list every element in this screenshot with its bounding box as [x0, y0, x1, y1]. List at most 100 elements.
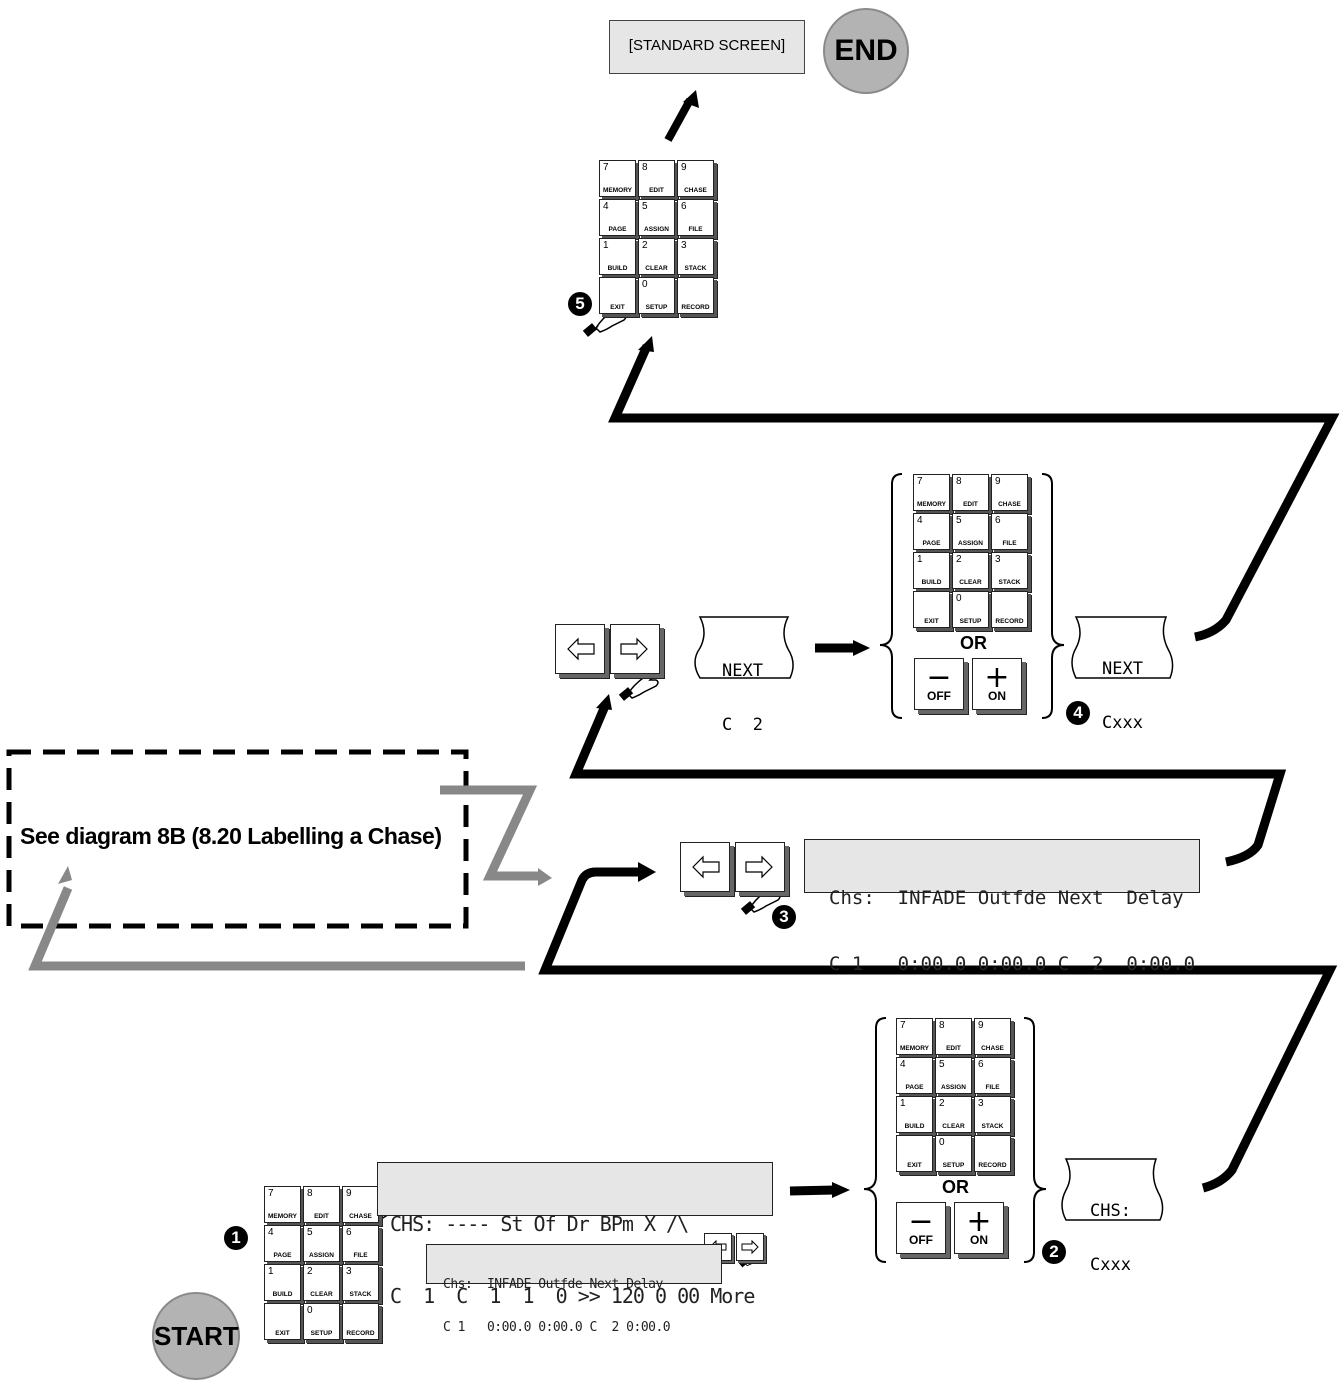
key-number: 3 [995, 554, 1001, 565]
key-number: 0 [307, 1305, 313, 1316]
or-label-step4: OR [960, 633, 987, 654]
gray-arrowhead-up [58, 866, 72, 884]
left-arrow-button[interactable] [680, 842, 730, 892]
lcd-line-1: Chs: INFADE Outfde Next Delay [829, 889, 1199, 908]
key-number: 3 [978, 1098, 984, 1109]
key-number: 9 [995, 476, 1001, 487]
on-button[interactable]: + ON [954, 1202, 1004, 1254]
right-arrow-button[interactable] [610, 624, 660, 674]
key-record[interactable]: RECORD [974, 1135, 1011, 1172]
key-label: STACK [992, 579, 1027, 586]
lcd-line-1: Chs: INFADE Outfde Next Delay [443, 1278, 721, 1291]
key-record[interactable]: RECORD [342, 1303, 379, 1340]
key-label: EXIT [600, 304, 635, 311]
key-number: 8 [956, 476, 962, 487]
lcd-chase-edit-small: Chs: INFADE Outfde Next Delay C 1 0:00.0… [426, 1244, 722, 1284]
key-number: 7 [917, 476, 923, 487]
lcd-chase-edit: Chs: INFADE Outfde Next Delay C 1 0:00.0… [804, 839, 1200, 893]
key-label: PAGE [914, 540, 949, 547]
key-exit[interactable]: EXIT [264, 1303, 301, 1340]
off-button[interactable]: − OFF [914, 658, 964, 710]
arrow-step1-to-step2 [790, 1190, 835, 1191]
key-number: 2 [956, 554, 962, 565]
tab-line-2: Cxxx [1090, 1256, 1131, 1274]
off-button[interactable]: − OFF [896, 1202, 946, 1254]
brace-left-step2 [864, 1018, 886, 1262]
gray-path-from-reference [440, 790, 540, 876]
lcd-line-2: C 1 0:00.0 0:00.0 C 2 0:00.0 [443, 1321, 721, 1334]
key-number: 1 [900, 1098, 906, 1109]
arrowhead-step2 [832, 1182, 850, 1198]
key-exit[interactable]: EXIT [896, 1135, 933, 1172]
key-exit[interactable]: EXIT [599, 277, 636, 314]
tab-line-1: CHS: [1090, 1202, 1131, 1220]
reference-text: See diagram 8B (8.20 Labelling a Chase) [20, 823, 442, 850]
key-record[interactable]: RECORD [991, 591, 1028, 628]
key-number: 0 [939, 1137, 945, 1148]
key-number: 6 [681, 201, 687, 212]
key-number: 2 [642, 240, 648, 251]
key-number: 5 [939, 1059, 945, 1070]
key-label: FILE [678, 226, 713, 233]
right-arrow-icon [736, 843, 784, 891]
key-number: 3 [346, 1266, 352, 1277]
key-exit[interactable]: EXIT [913, 591, 950, 628]
keypad-step1: 7MEMORY8EDIT9CHASE 4PAGE5ASSIGN6FILE 1BUIL… [264, 1186, 379, 1340]
key-number: 8 [642, 162, 648, 173]
right-arrow-button[interactable] [735, 842, 785, 892]
key-number: 7 [268, 1188, 274, 1199]
arrowhead-step3 [638, 862, 656, 882]
key-number: 6 [346, 1227, 352, 1238]
left-arrow-button[interactable] [555, 624, 605, 674]
step-marker-3: 3 [772, 905, 796, 929]
on-button[interactable]: + ON [972, 658, 1022, 710]
tab-line-1: NEXT [1102, 660, 1143, 678]
key-record[interactable]: RECORD [677, 277, 714, 314]
key-number: 6 [995, 515, 1001, 526]
end-circle: END [823, 8, 909, 94]
standard-screen-box: [STANDARD SCREEN] [609, 20, 805, 74]
key-number: 1 [268, 1266, 274, 1277]
key-label: EXIT [897, 1162, 932, 1169]
